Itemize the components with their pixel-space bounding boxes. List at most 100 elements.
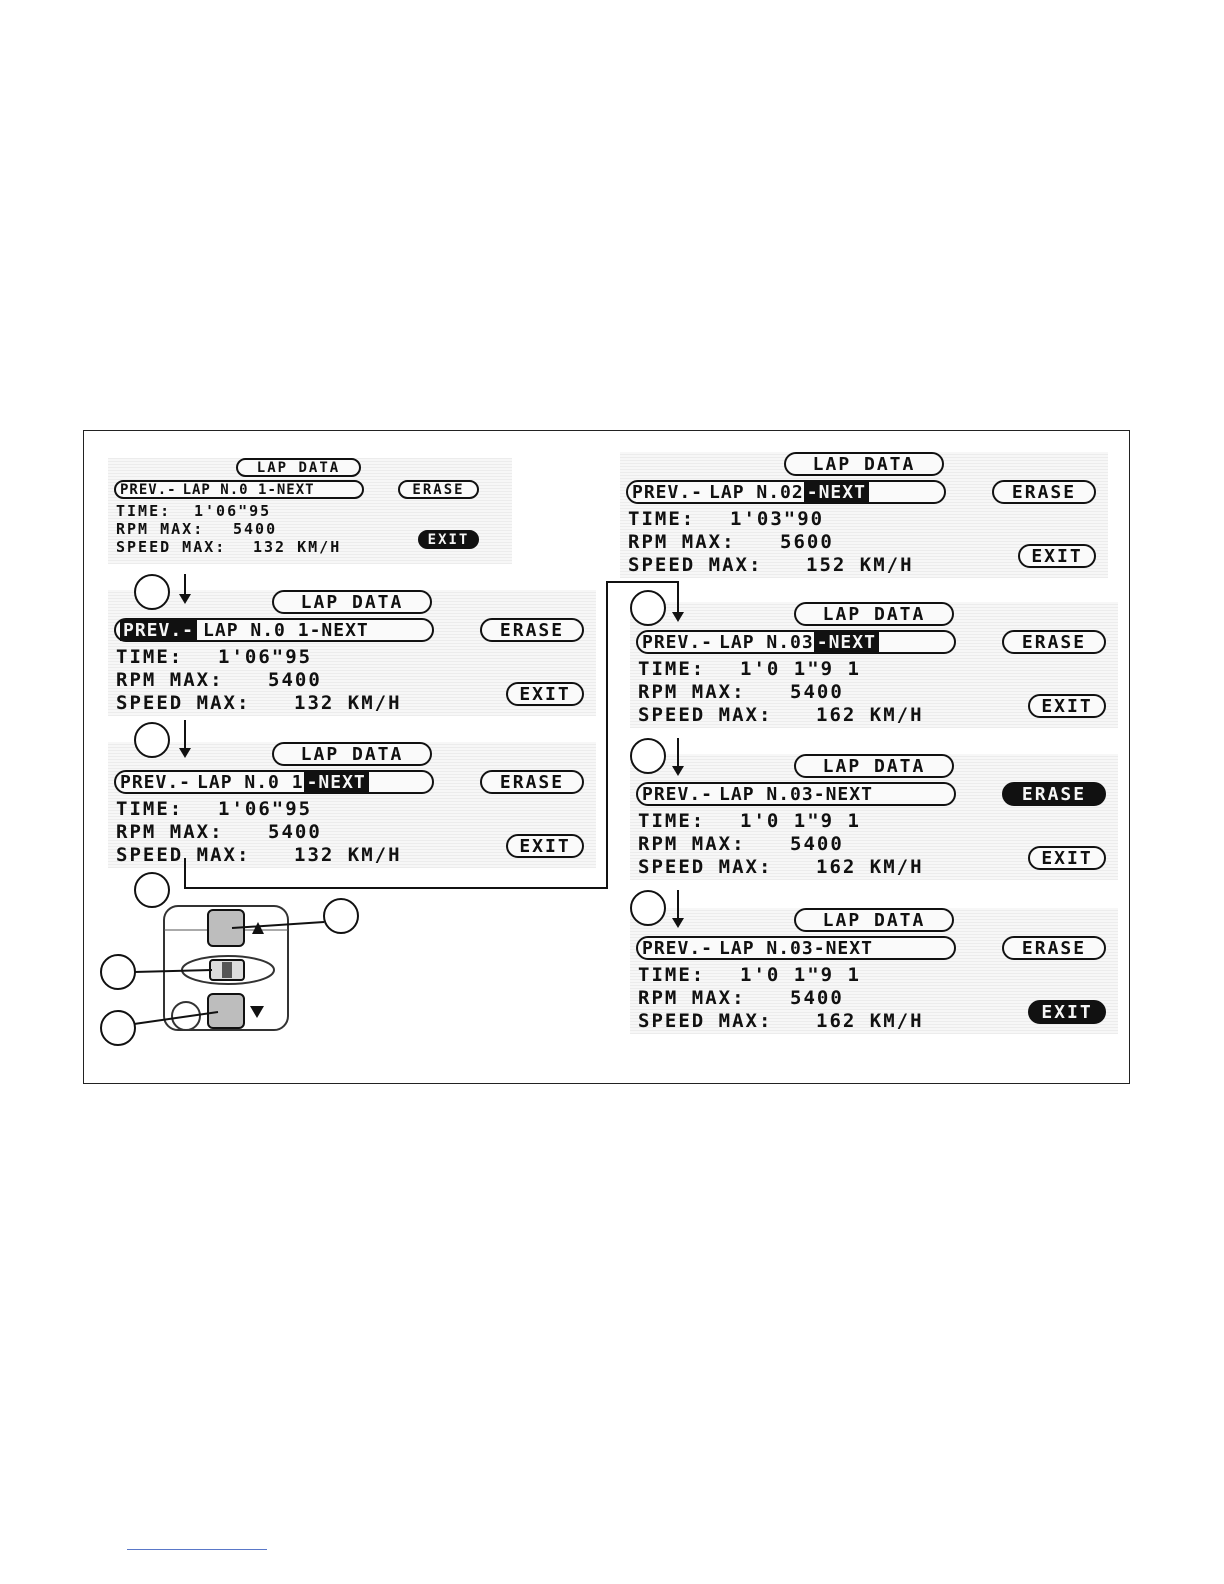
speed-label: SPEED MAX: <box>116 538 227 556</box>
lap-data-screen: LAP DATA PREV.- LAP N.0 1 -NEXT ERASE TIME: 1… <box>108 458 512 564</box>
erase-button[interactable]: ERASE <box>398 480 479 499</box>
speed-value: 162 KM/H <box>816 856 924 878</box>
next-button[interactable]: -NEXT <box>803 481 869 503</box>
lap-number: LAP N.03 <box>719 631 814 653</box>
next-button[interactable]: -NEXT <box>813 631 879 653</box>
prev-button[interactable]: PREV.- <box>642 783 714 805</box>
lap-data-screen: LAP DATA PREV.-LAP N.03 -NEXT ERASE TIME: 1'… <box>630 754 1118 880</box>
erase-button[interactable]: ERASE <box>992 480 1096 504</box>
next-button[interactable]: -NEXT <box>303 771 369 793</box>
lap-data-title: LAP DATA <box>272 590 432 614</box>
prev-button[interactable]: PREV.- <box>120 619 198 641</box>
time-label: TIME: <box>638 658 706 680</box>
lap-number: LAP N.0 1 <box>203 619 310 641</box>
lap-data-title: LAP DATA <box>794 602 954 626</box>
step-arrow-head <box>179 594 191 604</box>
rpm-label: RPM MAX: <box>638 681 746 703</box>
erase-button[interactable]: ERASE <box>480 770 584 794</box>
rpm-value: 5400 <box>233 520 278 538</box>
exit-button[interactable]: EXIT <box>1028 846 1106 870</box>
next-button[interactable]: -NEXT <box>813 937 873 959</box>
exit-button[interactable]: EXIT <box>1018 544 1096 568</box>
prev-button[interactable]: PREV.- <box>642 631 714 653</box>
callout-circle <box>323 898 359 934</box>
leader-down <box>133 1011 219 1025</box>
mode-button-slot <box>222 962 232 978</box>
callout-circle <box>134 574 170 610</box>
time-value: 1'06"95 <box>194 502 272 520</box>
callout-circle <box>134 722 170 758</box>
erase-button[interactable]: ERASE <box>1002 630 1106 654</box>
exit-button[interactable]: EXIT <box>506 834 584 858</box>
speed-label: SPEED MAX: <box>116 692 251 714</box>
exit-button[interactable]: EXIT <box>418 530 479 549</box>
figure-frame <box>83 430 1130 1084</box>
time-value: 1'0 1"9 1 <box>740 964 861 986</box>
callout-circle <box>100 954 136 990</box>
callout-circle <box>630 590 666 626</box>
next-button[interactable]: -NEXT <box>309 619 369 641</box>
rpm-label: RPM MAX: <box>116 669 224 691</box>
prev-button[interactable]: PREV.- <box>120 771 192 793</box>
rpm-value: 5400 <box>268 821 322 843</box>
speed-value: 132 KM/H <box>294 844 402 866</box>
prev-button[interactable]: PREV.- <box>642 937 714 959</box>
rpm-label: RPM MAX: <box>638 987 746 1009</box>
lap-navigator[interactable]: PREV.-LAP N.0 1 -NEXT <box>114 770 434 794</box>
next-button[interactable]: -NEXT <box>813 783 873 805</box>
speed-label: SPEED MAX: <box>638 704 773 726</box>
lap-data-title: LAP DATA <box>794 754 954 778</box>
rpm-label: RPM MAX: <box>116 821 224 843</box>
speed-value: 132 KM/H <box>253 538 342 556</box>
speed-label: SPEED MAX: <box>638 1010 773 1032</box>
rpm-value: 5600 <box>780 531 834 553</box>
time-value: 1'0 1"9 1 <box>740 810 861 832</box>
time-label: TIME: <box>638 810 706 832</box>
prev-button[interactable]: PREV.- <box>120 481 177 498</box>
callout-circle <box>134 872 170 908</box>
next-button[interactable]: -NEXT <box>267 481 315 498</box>
erase-button[interactable]: ERASE <box>1002 936 1106 960</box>
exit-button[interactable]: EXIT <box>1028 694 1106 718</box>
step-arrow-head <box>179 748 191 758</box>
speed-label: SPEED MAX: <box>638 856 773 878</box>
rpm-value: 5400 <box>790 681 844 703</box>
speed-value: 132 KM/H <box>294 692 402 714</box>
erase-button[interactable]: ERASE <box>1002 782 1106 806</box>
rpm-value: 5400 <box>790 833 844 855</box>
exit-button[interactable]: EXIT <box>1028 1000 1106 1024</box>
time-value: 1'06"95 <box>218 646 313 668</box>
lap-data-title: LAP DATA <box>236 458 361 477</box>
lap-navigator[interactable]: PREV.-LAP N.03 -NEXT <box>636 782 956 806</box>
lap-navigator[interactable]: PREV.- LAP N.0 1 -NEXT <box>114 480 364 499</box>
lap-navigator[interactable]: PREV.-LAP N.03 -NEXT <box>636 630 956 654</box>
exit-button[interactable]: EXIT <box>506 682 584 706</box>
down-arrow-icon <box>250 1006 264 1018</box>
rpm-value: 5400 <box>268 669 322 691</box>
erase-button[interactable]: ERASE <box>480 618 584 642</box>
callout-circle <box>630 738 666 774</box>
lap-number: LAP N.02 <box>709 481 804 503</box>
speed-value: 162 KM/H <box>816 1010 924 1032</box>
speed-value: 152 KM/H <box>806 554 914 576</box>
lap-navigator[interactable]: PREV.-LAP N.0 1 -NEXT <box>114 618 434 642</box>
lap-navigator[interactable]: PREV.-LAP N.03 -NEXT <box>636 936 956 960</box>
speed-value: 162 KM/H <box>816 704 924 726</box>
prev-button[interactable]: PREV.- <box>632 481 704 503</box>
lap-number: LAP N.0 1 <box>182 481 268 498</box>
lap-data-title: LAP DATA <box>272 742 432 766</box>
callout-circle <box>630 890 666 926</box>
time-value: 1'03"90 <box>730 508 825 530</box>
lap-navigator[interactable]: PREV.-LAP N.02 -NEXT <box>626 480 946 504</box>
speed-label: SPEED MAX: <box>628 554 763 576</box>
time-label: TIME: <box>116 502 172 520</box>
rpm-label: RPM MAX: <box>638 833 746 855</box>
time-label: TIME: <box>628 508 696 530</box>
lap-number: LAP N.03 <box>719 937 814 959</box>
step-arrow-head <box>672 918 684 928</box>
